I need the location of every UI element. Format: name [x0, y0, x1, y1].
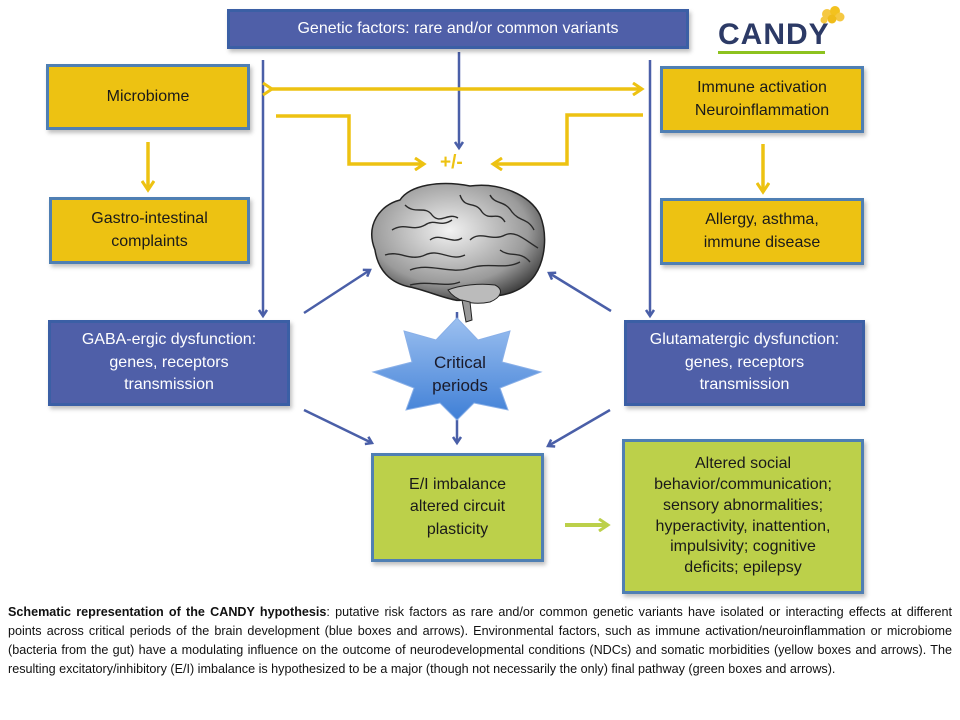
gaba-ergic-label: GABA-ergic dysfunction: genes, receptors… — [81, 331, 257, 394]
immune-activation-label: Immune activation Neuroinflammation — [694, 79, 830, 119]
genetic-factors-label: Genetic factors: rare and/or common vari… — [297, 19, 619, 37]
ei-imbalance-box: E/I imbalance altered circuit plasticity — [371, 453, 544, 562]
brain-icon — [371, 182, 546, 323]
figure-caption: Schematic representation of the CANDY hy… — [8, 603, 952, 679]
caption-body: : putative risk factors as rare and/or c… — [8, 605, 952, 676]
allergy-box: Allergy, asthma, immune disease — [660, 198, 864, 265]
arrow-glutamatergic-to-ei — [548, 408, 611, 446]
microbiome-label: Microbiome — [106, 87, 190, 105]
genetic-factors-box: Genetic factors: rare and/or common vari… — [227, 9, 689, 49]
arrow-gaba-to-ei — [303, 408, 372, 443]
candy-logo: CANDY — [718, 18, 848, 58]
diagram-connectors — [0, 6, 845, 600]
gastro-intestinal-label: Gastro-intestinal complaints — [91, 210, 208, 250]
arrow-gaba-to-brain — [303, 270, 370, 315]
glutamatergic-box: Glutamatergic dysfunction: genes, recept… — [624, 320, 865, 406]
immune-activation-box: Immune activation Neuroinflammation — [660, 66, 864, 133]
caption-title: Schematic representation of the CANDY hy… — [8, 605, 327, 619]
microbiome-box: Microbiome — [46, 64, 250, 130]
brain-cluster-icon — [820, 6, 845, 24]
modulation-label: +/- — [440, 152, 463, 173]
critical-periods-label: Critical periods — [432, 353, 488, 395]
gastro-intestinal-box: Gastro-intestinal complaints — [49, 197, 250, 264]
outcomes-label: Altered social behavior/communication; s… — [654, 455, 832, 577]
logo-text: CANDY — [718, 18, 830, 51]
gaba-ergic-box: GABA-ergic dysfunction: genes, receptors… — [48, 320, 290, 406]
allergy-label: Allergy, asthma, immune disease — [703, 211, 821, 251]
ei-imbalance-label: E/I imbalance altered circuit plasticity — [409, 475, 506, 538]
logo-underline — [718, 51, 825, 54]
critical-periods-star — [371, 317, 543, 421]
glutamatergic-label: Glutamatergic dysfunction: genes, recept… — [649, 331, 840, 394]
arrow-glutamatergic-to-brain — [549, 273, 612, 313]
arrow-immune-to-modulation — [493, 113, 643, 164]
outcomes-box: Altered social behavior/communication; s… — [622, 439, 864, 594]
arrow-microbiome-to-modulation — [276, 114, 424, 164]
